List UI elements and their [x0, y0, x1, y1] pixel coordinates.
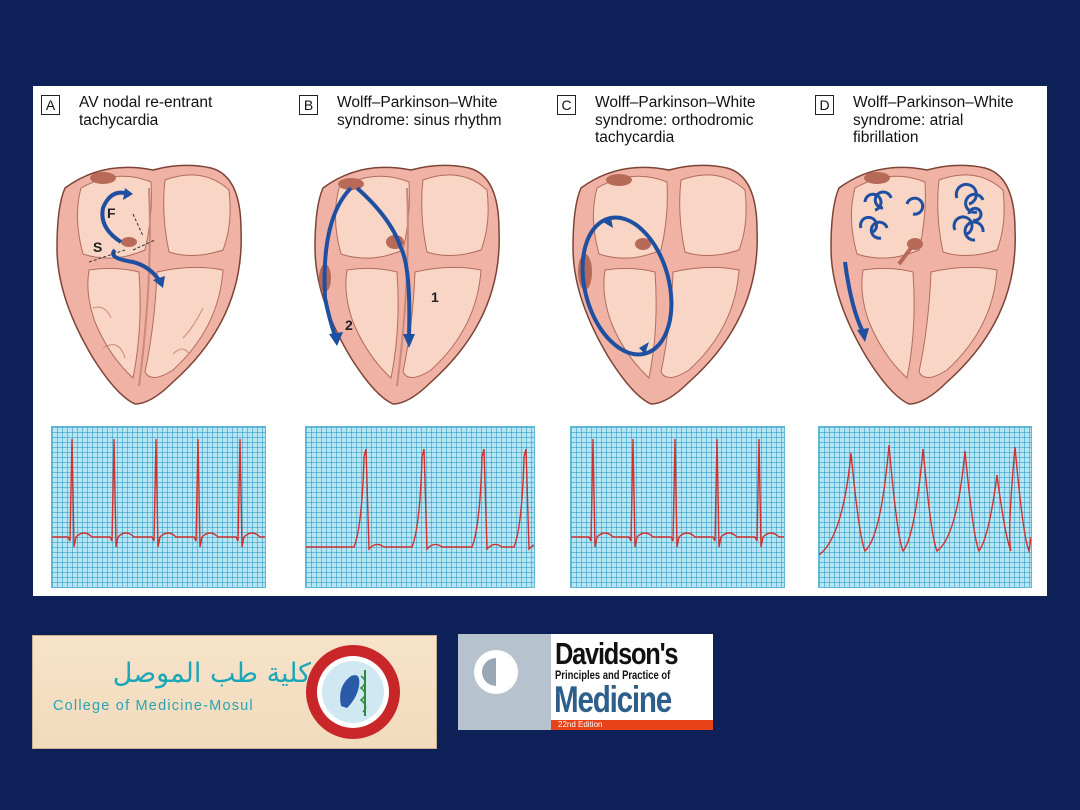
davidson-book-icon: Davidson's Principles and Practice of Me… [458, 634, 713, 730]
label-f: F [107, 205, 116, 221]
panel-caption: Wolff–Parkinson–White syndrome: atrial f… [853, 94, 1014, 146]
label-s: S [93, 239, 102, 255]
college-seal-icon [306, 645, 400, 739]
heart-cross-section-icon [572, 164, 758, 405]
panel-caption: Wolff–Parkinson–White syndrome: orthodro… [595, 94, 756, 146]
ecg-trace-a [52, 438, 265, 548]
book-title: Davidson's [555, 636, 679, 671]
heart-cross-section-icon: F S [56, 164, 242, 405]
heart-cross-section-icon: 1 2 [314, 164, 500, 405]
ecg-strip-c [570, 426, 785, 588]
panel-letter: D [815, 95, 834, 115]
label-2: 2 [345, 317, 353, 333]
panel-letter: A [41, 95, 60, 115]
davidson-emblem-icon [474, 650, 518, 694]
panel-b: B Wolff–Parkinson–White syndrome: sinus … [291, 86, 541, 596]
label-1: 1 [431, 289, 439, 305]
book-title-medicine: Medicine [554, 679, 672, 720]
book-edition: 22nd Edition [558, 720, 603, 729]
ecg-strip-b [305, 426, 535, 588]
figure-panel: A AV nodal re-entrant tachycardia F S B … [33, 86, 1047, 596]
panel-d: D Wolff–Parkinson–White syndrome: atrial… [807, 86, 1057, 596]
college-name-english: College of Medicine-Mosul [53, 698, 254, 714]
college-logo: كلية طب الموصل College of Medicine-Mosul [32, 635, 437, 749]
panel-a: A AV nodal re-entrant tachycardia F S [33, 86, 283, 596]
ecg-trace-b [306, 448, 534, 551]
panel-caption: AV nodal re-entrant tachycardia [79, 94, 213, 129]
college-name-arabic: كلية طب الموصل [112, 658, 311, 689]
book-cover-band [458, 634, 551, 730]
heart-cross-section-icon [830, 164, 1016, 405]
ecg-strip-a [51, 426, 266, 588]
book-subtitle: Principles and Practice of [555, 670, 671, 682]
panel-letter: C [557, 95, 576, 115]
panel-c: C Wolff–Parkinson–White syndrome: orthod… [549, 86, 799, 596]
panel-letter: B [299, 95, 318, 115]
panel-caption: Wolff–Parkinson–White syndrome: sinus rh… [337, 94, 502, 129]
ecg-trace-d [819, 444, 1031, 556]
ecg-strip-d [818, 426, 1032, 588]
edition-band [551, 720, 713, 730]
ecg-trace-c [571, 438, 784, 548]
